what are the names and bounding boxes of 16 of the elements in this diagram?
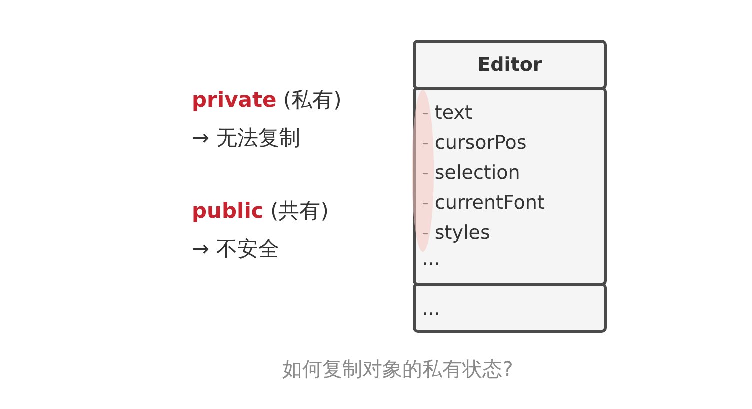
methods-box <box>413 283 607 333</box>
class-name: Editor <box>476 53 544 78</box>
ellipsis: ... <box>422 297 440 322</box>
attribute: - cursorPos <box>422 131 527 156</box>
class-name-box <box>413 40 607 90</box>
attribute: - styles <box>422 221 490 246</box>
caption: 如何复制对象的私有状态? <box>282 356 514 383</box>
note-text: → 不安全 <box>192 236 280 263</box>
note-text: public (共有) <box>192 198 329 225</box>
attribute: - selection <box>422 161 520 186</box>
ellipsis: ... <box>422 247 440 272</box>
attribute: - currentFont <box>422 191 545 216</box>
attributes-box <box>413 87 607 286</box>
note-text: private (私有) <box>192 87 342 114</box>
note-text: → 无法复制 <box>192 125 300 152</box>
attribute: - text <box>422 101 472 126</box>
